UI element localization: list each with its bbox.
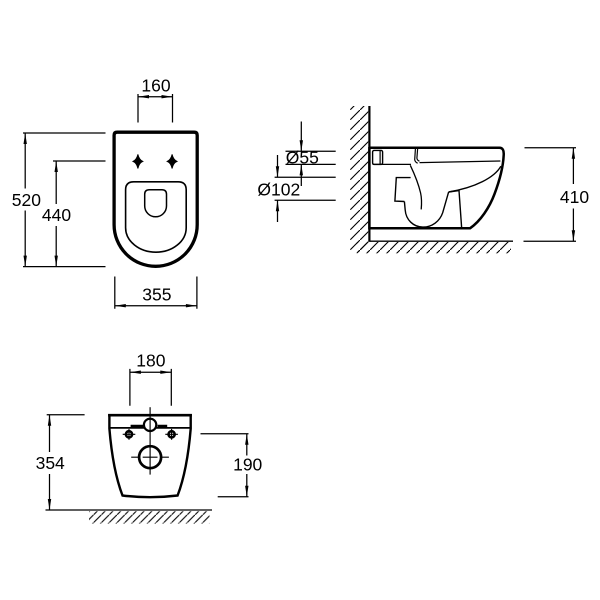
svg-text:355: 355	[142, 284, 171, 304]
svg-text:410: 410	[560, 187, 589, 207]
svg-text:520: 520	[12, 190, 41, 210]
svg-text:354: 354	[36, 453, 65, 473]
svg-text:Ø102: Ø102	[257, 179, 300, 199]
svg-text:160: 160	[141, 75, 170, 95]
svg-text:440: 440	[42, 205, 71, 225]
svg-text:Ø55: Ø55	[286, 147, 319, 167]
svg-text:180: 180	[136, 351, 165, 371]
svg-text:190: 190	[233, 455, 262, 475]
